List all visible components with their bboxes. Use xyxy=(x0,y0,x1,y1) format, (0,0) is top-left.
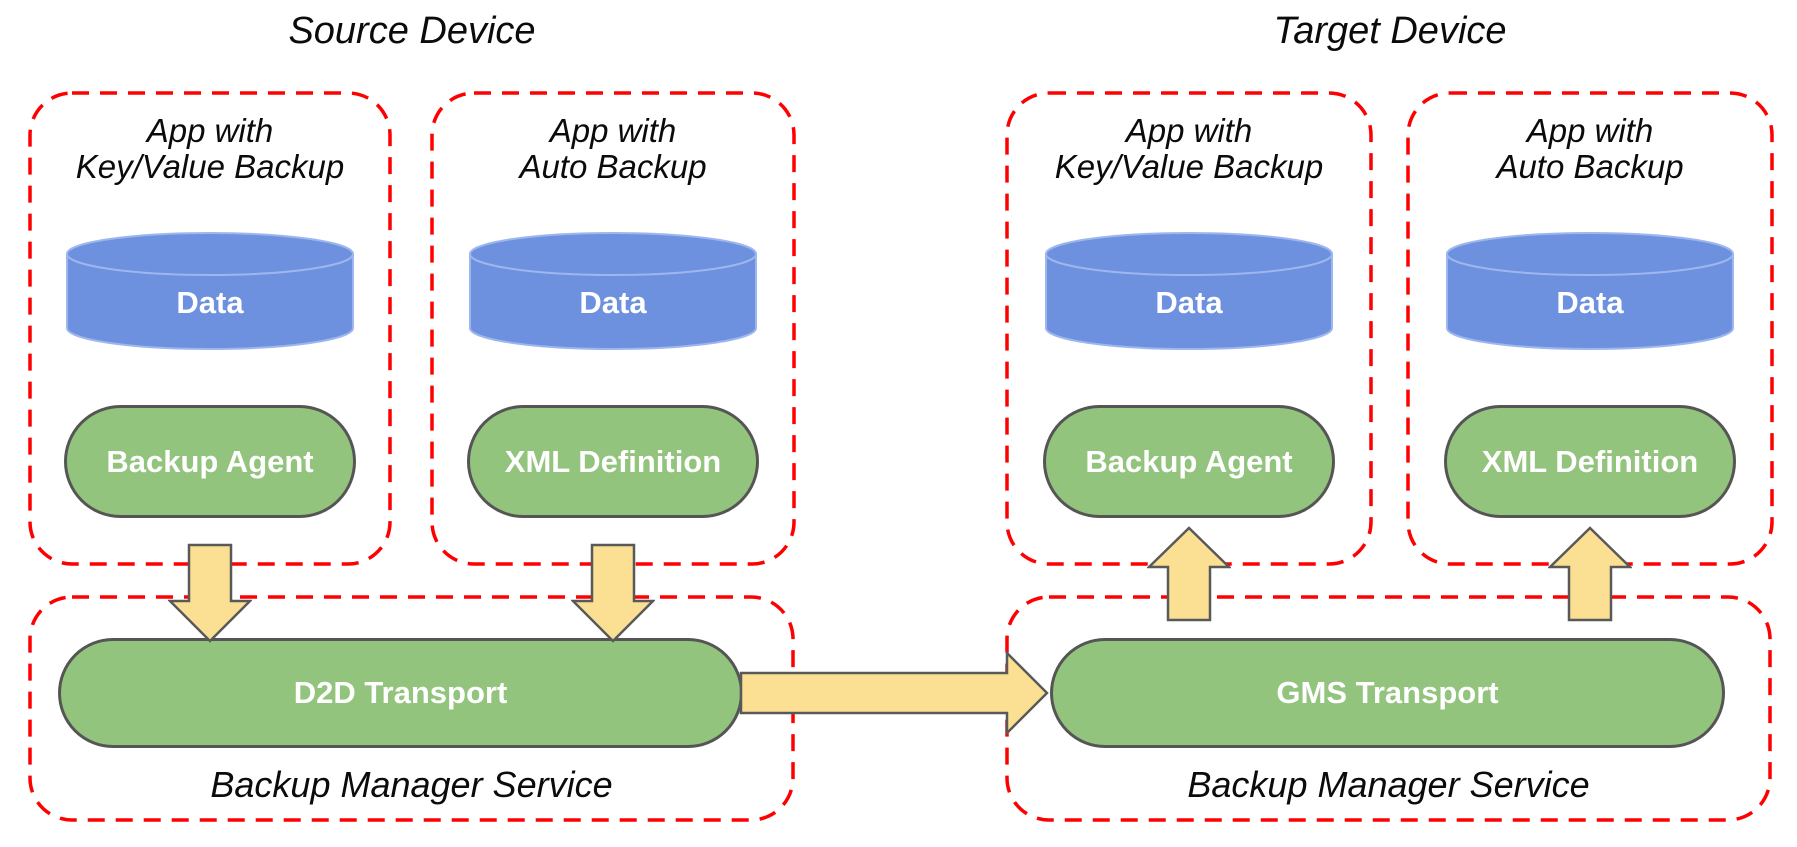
up-arrow-gms-to-xml-definition-icon xyxy=(1548,526,1632,622)
gms-transport-pill: GMS Transport xyxy=(1050,638,1725,748)
up-arrow-gms-to-backup-agent-icon xyxy=(1147,526,1231,622)
backup-manager-service-label: Backup Manager Service xyxy=(1187,764,1590,805)
cylinder-shape xyxy=(1446,232,1734,350)
transport-label: GMS Transport xyxy=(1276,675,1499,710)
app-box-target-auto: App with Auto Backup Data XML Definition xyxy=(1406,91,1774,566)
cylinder-shape xyxy=(469,232,757,350)
app-label-line1: App with xyxy=(1125,112,1253,149)
data-cylinder-label: Data xyxy=(579,285,647,320)
backup-agent-pill: Backup Agent xyxy=(64,405,356,518)
app-box-source-auto: App with Auto Backup Data XML Definition xyxy=(430,91,796,566)
app-label: App with Key/Value Backup xyxy=(28,113,392,185)
app-label: App with Auto Backup xyxy=(1406,113,1774,185)
app-label-line1: App with xyxy=(146,112,274,149)
xml-definition-pill: XML Definition xyxy=(1444,405,1736,518)
down-arrow-backup-agent-to-d2d-icon xyxy=(168,543,252,643)
data-cylinder-label: Data xyxy=(1155,285,1223,320)
backup-manager-service-box-source: D2D Transport Backup Manager Service xyxy=(28,595,795,822)
data-cylinder: Data xyxy=(467,230,759,352)
target-device-title: Target Device xyxy=(1273,10,1507,52)
pill-label: XML Definition xyxy=(504,443,722,479)
pill-label: Backup Agent xyxy=(1085,443,1293,479)
backup-agent-pill: Backup Agent xyxy=(1043,405,1335,518)
backup-manager-service-box-target: GMS Transport Backup Manager Service xyxy=(1005,595,1772,822)
right-arrow-d2d-to-gms-icon xyxy=(739,651,1049,735)
pill-label: XML Definition xyxy=(1481,443,1699,479)
app-label-line1: App with xyxy=(1526,112,1654,149)
down-arrow-xml-definition-to-d2d-icon xyxy=(571,543,655,643)
transport-label: D2D Transport xyxy=(293,675,508,710)
pill-label: Backup Agent xyxy=(106,443,314,479)
app-box-source-keyvalue: App with Key/Value Backup Data Backup Ag… xyxy=(28,91,392,566)
xml-definition-pill: XML Definition xyxy=(467,405,759,518)
d2d-transport-pill: D2D Transport xyxy=(58,638,743,748)
data-cylinder-label: Data xyxy=(1556,285,1624,320)
cylinder-shape xyxy=(1045,232,1333,350)
source-device-title: Source Device xyxy=(288,10,536,52)
backup-manager-service-label: Backup Manager Service xyxy=(210,764,613,805)
data-cylinder: Data xyxy=(1444,230,1736,352)
app-label-line2: Auto Backup xyxy=(519,148,707,185)
app-label: App with Key/Value Backup xyxy=(1005,113,1373,185)
app-label: App with Auto Backup xyxy=(430,113,796,185)
app-label-line2: Key/Value Backup xyxy=(75,148,345,185)
cylinder-shape xyxy=(66,232,354,350)
app-label-line1: App with xyxy=(549,112,677,149)
app-box-target-keyvalue: App with Key/Value Backup Data Backup Ag… xyxy=(1005,91,1373,566)
app-label-line2: Key/Value Backup xyxy=(1054,148,1324,185)
data-cylinder: Data xyxy=(64,230,356,352)
data-cylinder-label: Data xyxy=(176,285,244,320)
data-cylinder: Data xyxy=(1043,230,1335,352)
app-label-line2: Auto Backup xyxy=(1496,148,1684,185)
